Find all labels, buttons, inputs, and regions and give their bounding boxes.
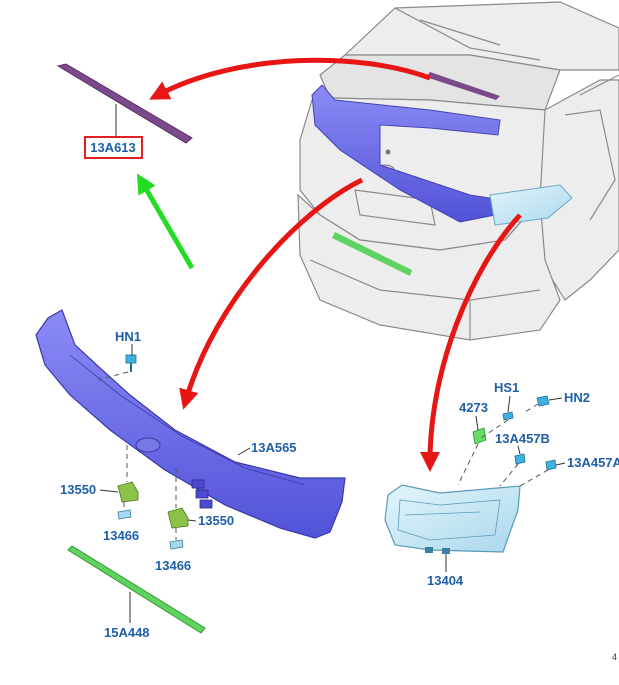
clip-13550-left-icon bbox=[117, 481, 139, 503]
label-13404: 13404 bbox=[427, 573, 464, 588]
trim-strip-part bbox=[56, 63, 193, 144]
label-hs1: HS1 bbox=[494, 380, 519, 395]
fastener-13466-left-icon bbox=[117, 509, 132, 520]
label-13a565: 13A565 bbox=[251, 440, 297, 455]
label-13550-left: 13550 bbox=[60, 482, 96, 497]
screw-hs1-icon bbox=[502, 411, 514, 421]
bolt-hn1-icon bbox=[125, 354, 137, 372]
valance-strip-part bbox=[67, 545, 206, 634]
green-arrow bbox=[136, 173, 195, 270]
label-13550-right: 13550 bbox=[198, 513, 234, 528]
fastener-13466-right-icon bbox=[169, 539, 184, 550]
fastener-13a457a-icon bbox=[545, 459, 557, 471]
label-hn1: HN1 bbox=[115, 329, 141, 344]
label-13a457b: 13A457B bbox=[495, 431, 550, 446]
clip-13550-right-icon bbox=[167, 507, 189, 529]
tail-lamp-part bbox=[384, 484, 521, 554]
label-13a457a: 13A457A bbox=[567, 455, 619, 470]
fastener-13a457b-icon bbox=[514, 453, 526, 465]
red-arrow-spoiler bbox=[179, 177, 364, 410]
highlight-box bbox=[84, 136, 143, 159]
red-arrow-lamp bbox=[420, 213, 522, 472]
label-15a448: 15A448 bbox=[104, 625, 150, 640]
label-13a613: 13A613 bbox=[90, 140, 136, 155]
vehicle-rear-illustration bbox=[297, 1, 619, 341]
label-4273: 4273 bbox=[459, 400, 488, 415]
nut-hn2-icon bbox=[536, 395, 550, 407]
red-arrow-trim bbox=[149, 57, 431, 100]
connector-cluster-icon bbox=[191, 479, 213, 509]
label-13466-right: 13466 bbox=[155, 558, 191, 573]
label-13466-left: 13466 bbox=[103, 528, 139, 543]
corner-mark: 4 bbox=[612, 652, 617, 662]
spoiler-part bbox=[35, 309, 346, 539]
label-hn2: HN2 bbox=[564, 390, 590, 405]
bulb-4273-icon bbox=[472, 427, 487, 445]
